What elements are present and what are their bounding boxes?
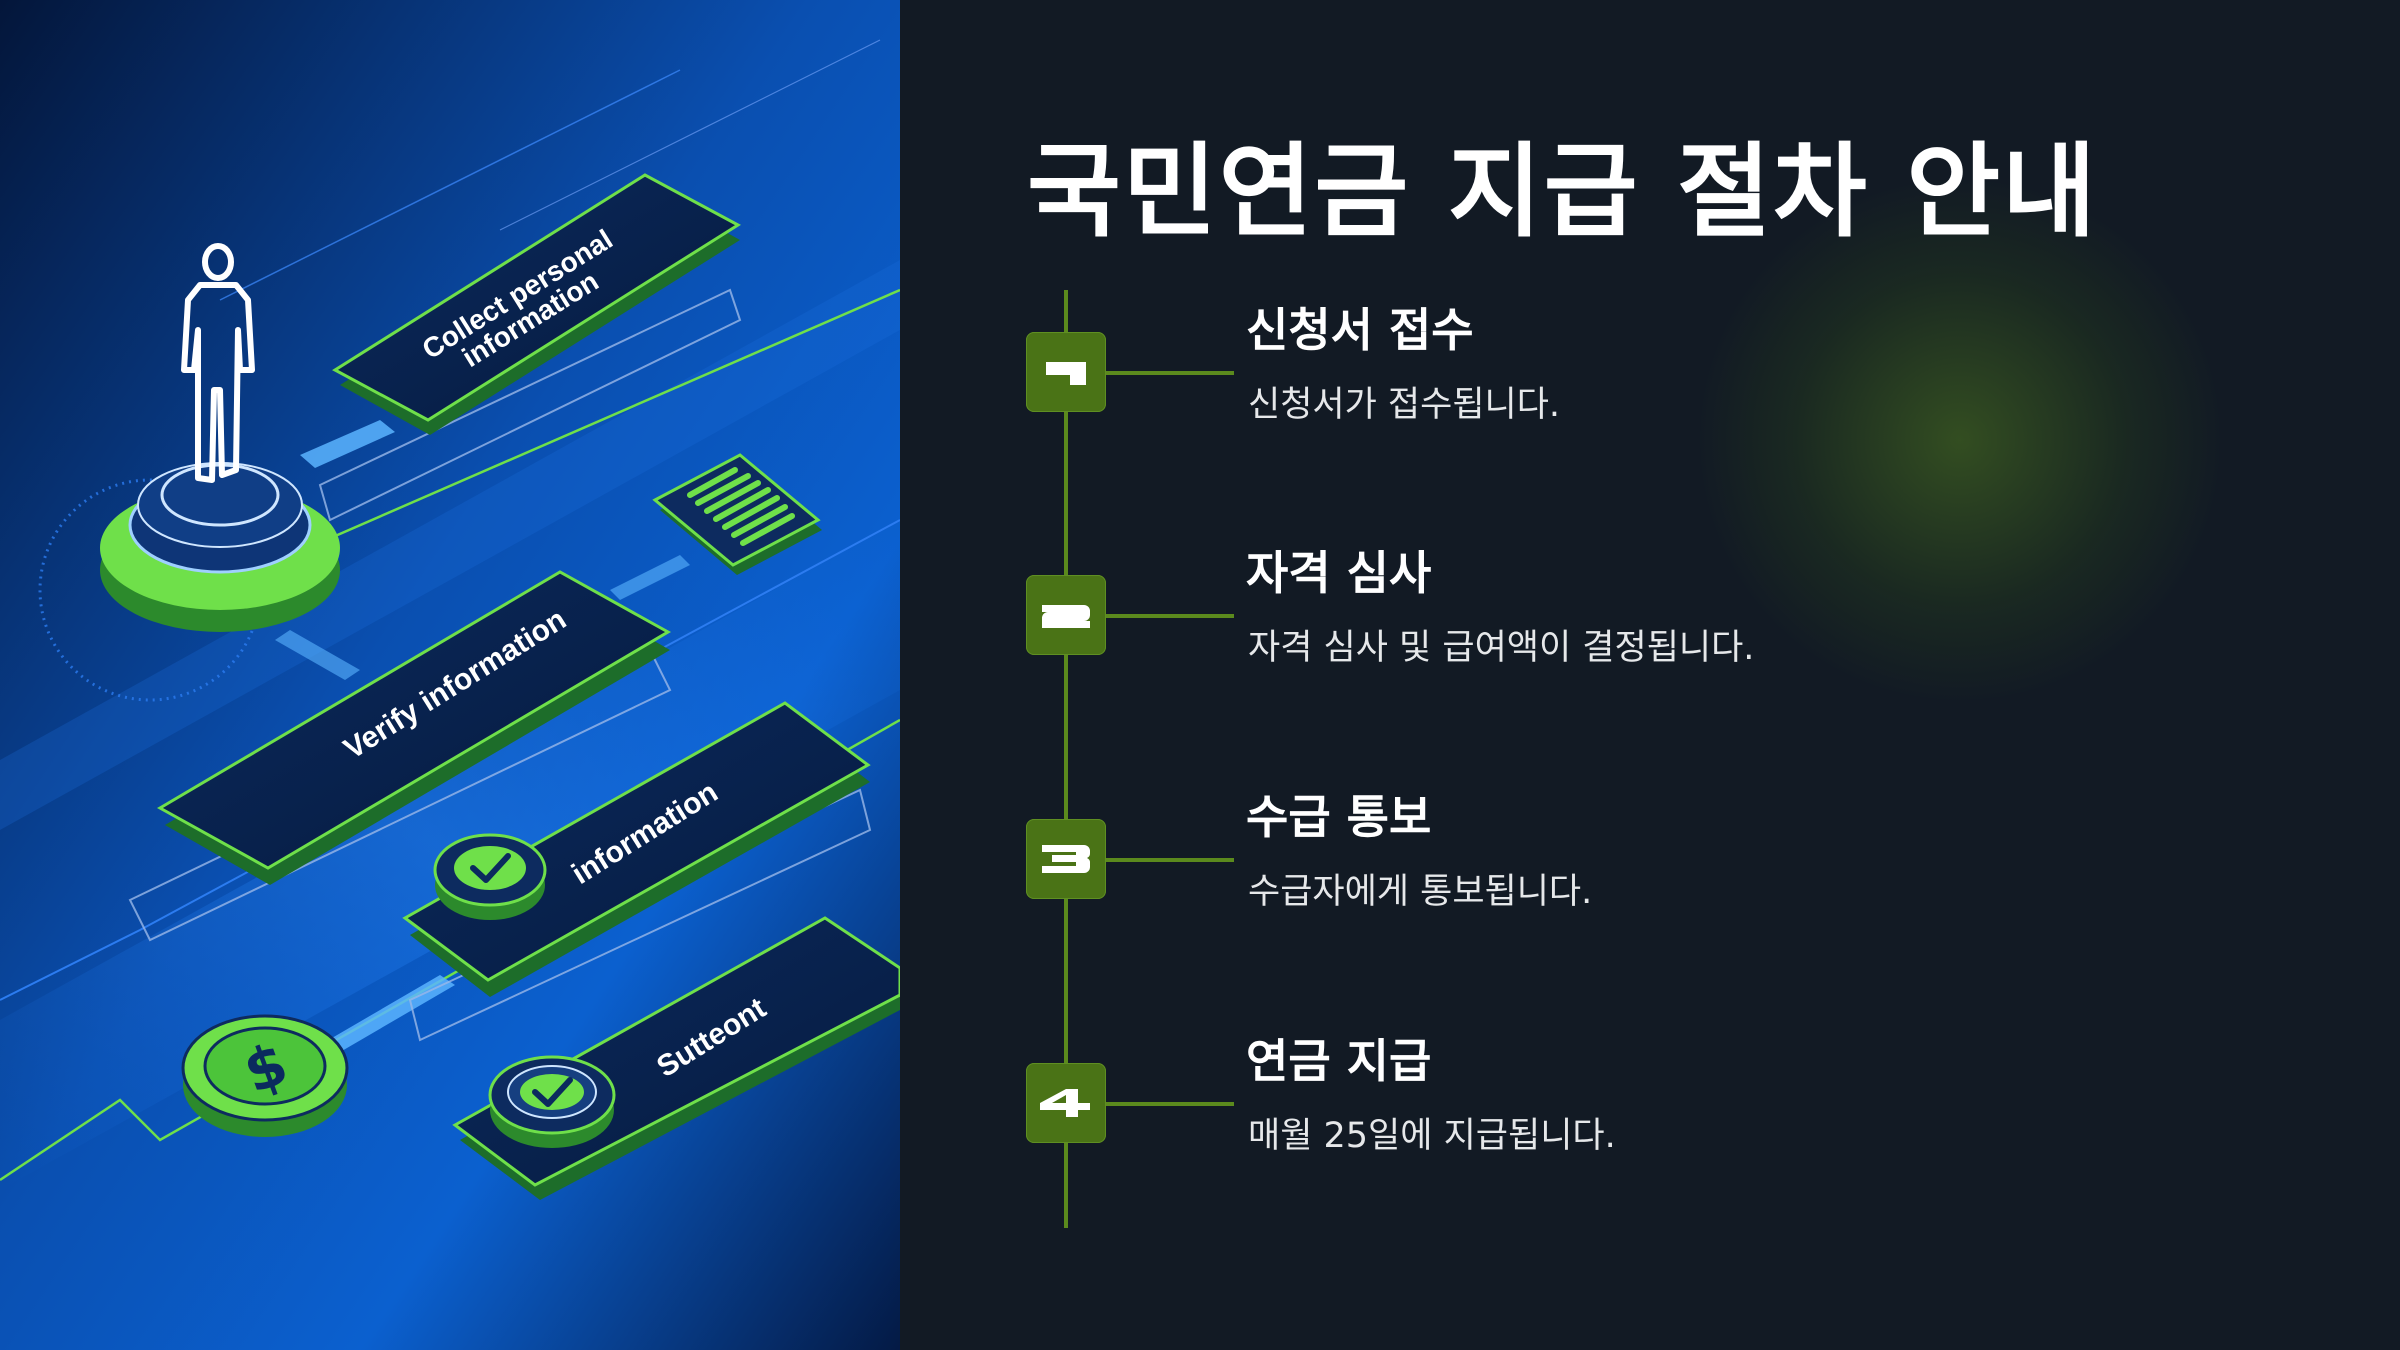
step-title: 신청서 접수 bbox=[1246, 303, 1474, 357]
person-icon bbox=[181, 243, 255, 483]
number-3-icon bbox=[1042, 845, 1091, 873]
page-title: 국민연금 지급 절차 안내 bbox=[1027, 133, 2098, 252]
step-connector bbox=[1106, 371, 1234, 375]
step-description: 신청서가 접수됩니다. bbox=[1248, 385, 1561, 425]
dollar-icon: $ bbox=[181, 1014, 349, 1137]
number-2-icon bbox=[1042, 605, 1090, 628]
step-title: 자격 심사 bbox=[1246, 546, 1432, 600]
step-description: 자격 심사 및 급여액이 결정됩니다. bbox=[1248, 628, 1755, 668]
step-number-badge bbox=[1026, 332, 1106, 412]
number-4-icon bbox=[1040, 1089, 1090, 1117]
step-3: 수급 통보 수급자에게 통보됩니다. bbox=[1024, 781, 2324, 981]
background-glow bbox=[1700, 180, 2220, 700]
step-4: 연금 지급 매월 25일에 지급됩니다. bbox=[1024, 1025, 2324, 1225]
step-number-badge bbox=[1026, 819, 1106, 899]
barcode-icon bbox=[652, 453, 822, 575]
step-description: 매월 25일에 지급됩니다. bbox=[1248, 1116, 1616, 1156]
step-connector bbox=[1106, 1102, 1234, 1106]
step-title: 수급 통보 bbox=[1246, 790, 1432, 844]
timeline-line bbox=[1064, 290, 1068, 1228]
step-connector bbox=[1106, 614, 1234, 618]
step-2: 자격 심사 자격 심사 및 급여액이 결정됩니다. bbox=[1024, 537, 2324, 737]
step-number-badge bbox=[1026, 575, 1106, 655]
step-connector bbox=[1106, 858, 1234, 862]
checkmark-icon bbox=[433, 833, 547, 920]
checkmark-icon bbox=[488, 1055, 616, 1148]
process-illustration: Collect personal information Verify info… bbox=[0, 0, 900, 1350]
step-description: 수급자에게 통보됩니다. bbox=[1248, 872, 1593, 912]
number-1-icon bbox=[1046, 362, 1086, 385]
step-title: 연금 지급 bbox=[1246, 1034, 1432, 1088]
step-1: 신청서 접수 신청서가 접수됩니다. bbox=[1024, 294, 2324, 494]
step-number-badge bbox=[1026, 1063, 1106, 1143]
